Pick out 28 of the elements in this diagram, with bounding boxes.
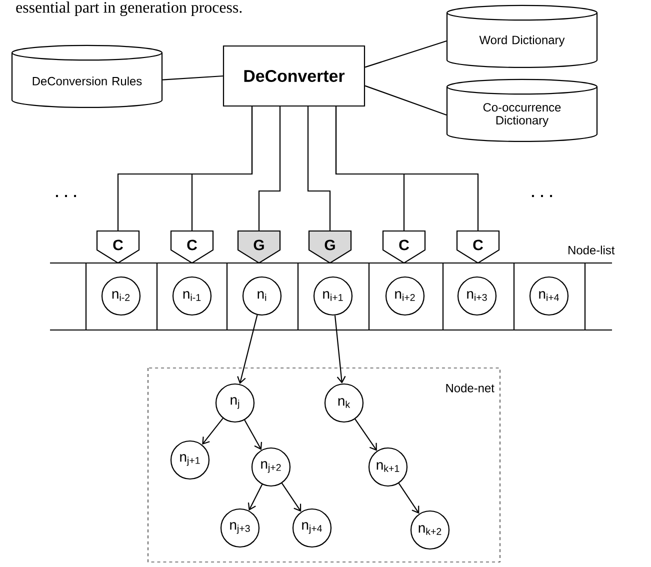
arrow: [354, 418, 377, 451]
ellipsis: . . .: [56, 194, 76, 198]
arrow: [202, 418, 224, 445]
marker-pentagon: C: [96, 230, 140, 264]
marker-pentagon: G: [237, 230, 281, 264]
arrow: [248, 484, 263, 511]
marker-pentagon: G: [308, 230, 352, 264]
database-cylinder: Co-occurrence Dictionary: [446, 78, 598, 142]
marker-pentagon: C: [456, 230, 500, 264]
process-box: DeConverter: [222, 45, 366, 107]
connector-line: [162, 75, 223, 80]
connector-line: [364, 40, 447, 68]
marker-pentagon: C: [382, 230, 426, 264]
database-cylinder: DeConversion Rules: [11, 44, 163, 108]
arrow: [244, 420, 262, 450]
database-cylinder: Word Dictionary: [446, 4, 598, 68]
marker-pentagon: C: [170, 230, 214, 264]
arrow: [334, 315, 346, 384]
body-text: essential part in generation process.: [16, 2, 242, 16]
arrow: [237, 314, 258, 384]
arrow: [281, 482, 302, 512]
bus-line: [307, 106, 331, 230]
arrow: [398, 482, 420, 514]
bus-line: [258, 106, 281, 230]
connector-line: [364, 85, 447, 116]
bus-line: [191, 106, 253, 230]
bus-line: [335, 106, 479, 230]
ellipsis: . . .: [532, 194, 552, 198]
